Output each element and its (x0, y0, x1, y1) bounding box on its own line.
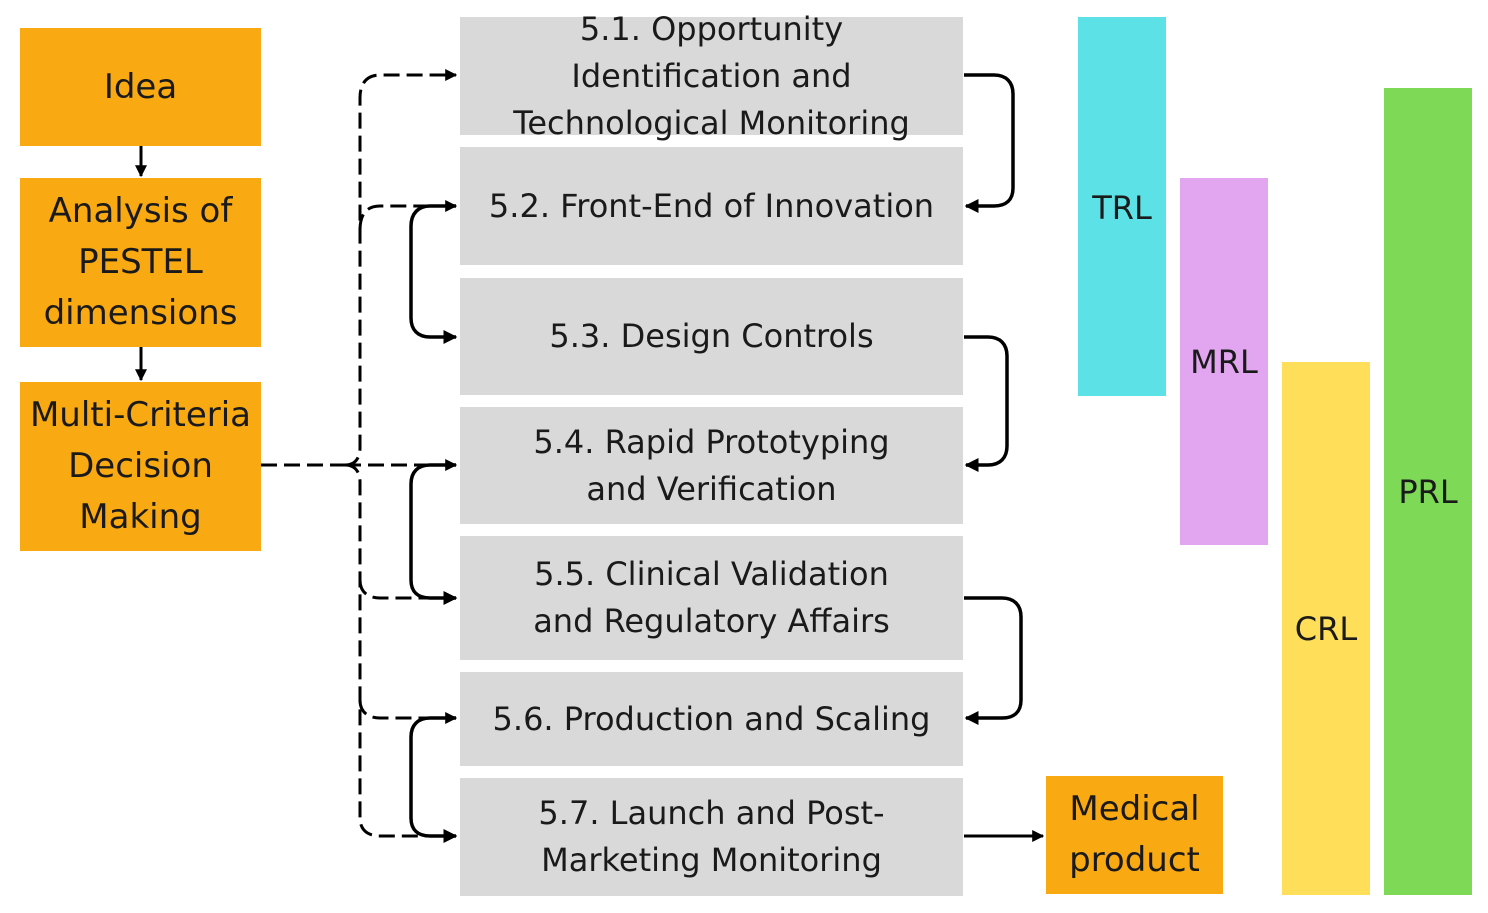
pestel-analysis-box: Analysis of PESTEL dimensions (20, 178, 261, 347)
idea-box: Idea (20, 28, 261, 146)
stage-5-4-label: 5.4. Rapid Prototyping and Verification (533, 422, 890, 508)
mcdm-box: Multi-Criteria Decision Making (20, 382, 261, 551)
crl-bar: CRL (1282, 362, 1370, 895)
stage-5-6-box: 5.6. Production and Scaling (460, 672, 963, 766)
trl-label: TRL (1092, 189, 1152, 227)
stage-5-4-box: 5.4. Rapid Prototyping and Verification (460, 407, 963, 524)
stage-5-1-box: 5.1. Opportunity Identification and Tech… (460, 10, 963, 142)
stage-5-2-box: 5.2. Front-End of Innovation (460, 147, 963, 265)
dashed-brace (261, 69, 458, 842)
trl-bar: TRL (1078, 17, 1166, 396)
medical-product-box: Medical product (1046, 776, 1223, 894)
mrl-label: MRL (1190, 342, 1258, 381)
stage-5-2-label: 5.2. Front-End of Innovation (488, 186, 935, 225)
prl-bar: PRL (1384, 88, 1472, 895)
stage-5-7-box: 5.7. Launch and Post-Marketing Monitorin… (460, 778, 963, 896)
stage-5-1-label: 5.1. Opportunity Identification and Tech… (513, 9, 910, 142)
mcdm-label: Multi-Criteria Decision Making (29, 395, 252, 537)
stage-5-3-box: 5.3. Design Controls (460, 278, 963, 395)
pestel-analysis-label: Analysis of PESTEL dimensions (43, 191, 238, 333)
stage-5-5-box: 5.5. Clinical Validation and Regulatory … (460, 536, 963, 660)
idea-label: Idea (103, 66, 178, 107)
medical-product-label: Medical product (1069, 789, 1200, 880)
stage-5-7-label: 5.7. Launch and Post-Marketing Monitorin… (538, 794, 885, 879)
solid-loops-left (409, 204, 458, 843)
prl-label: PRL (1398, 472, 1458, 511)
crl-label: CRL (1294, 609, 1358, 648)
stage-5-6-label: 5.6. Production and Scaling (492, 699, 931, 738)
solid-loops-right (964, 73, 1023, 725)
mrl-bar: MRL (1180, 178, 1268, 545)
stage-5-3-label: 5.3. Design Controls (549, 317, 874, 355)
stage-5-5-label: 5.5. Clinical Validation and Regulatory … (533, 555, 890, 640)
